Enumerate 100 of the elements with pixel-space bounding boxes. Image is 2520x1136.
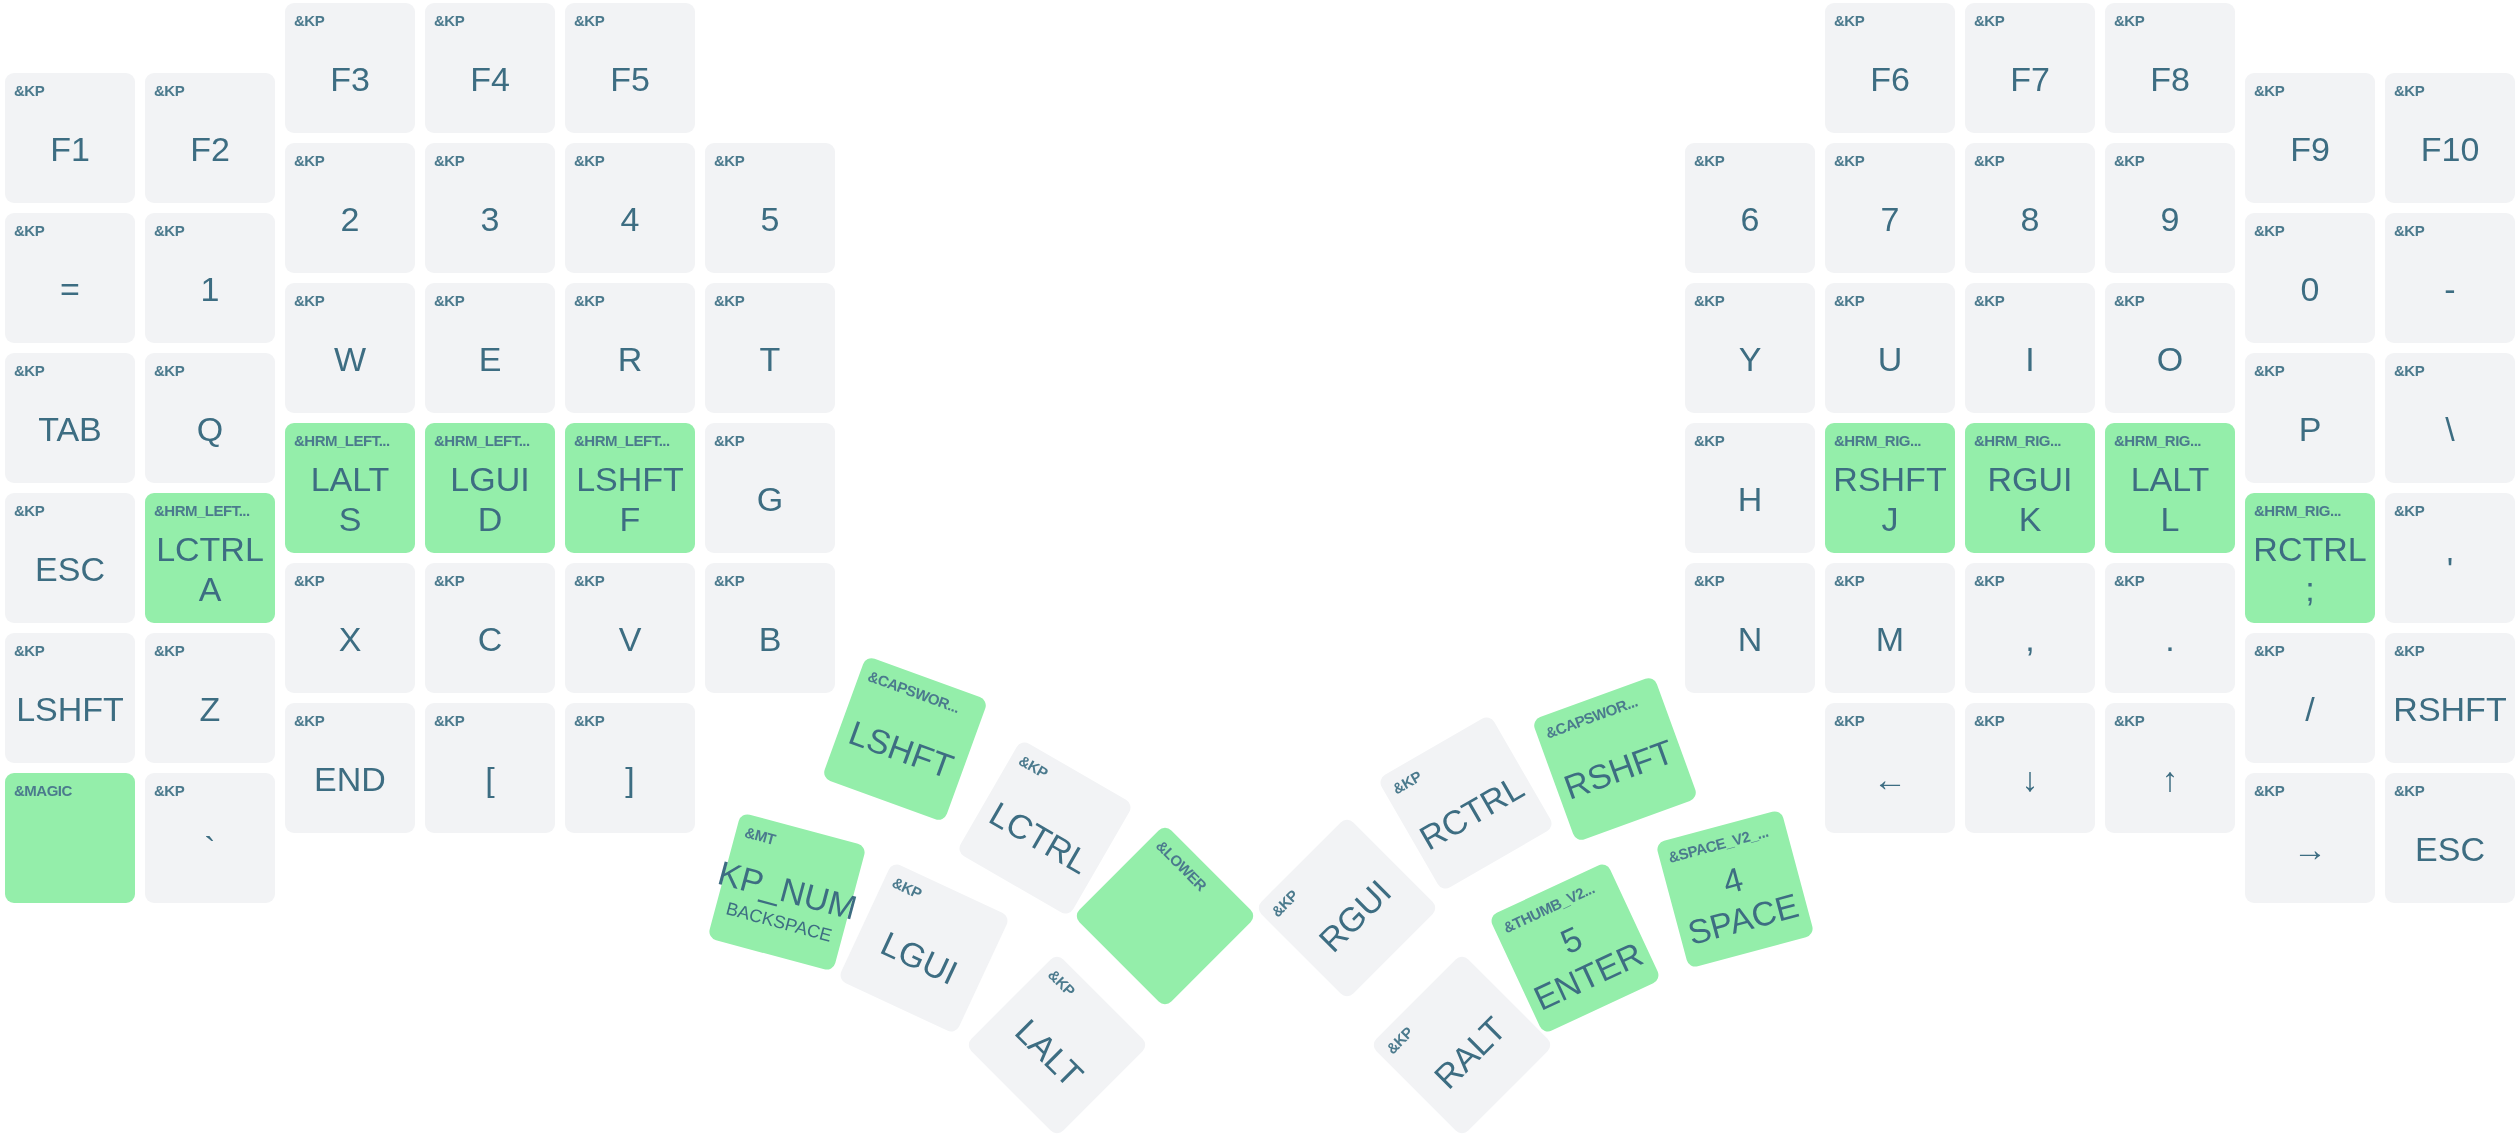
binding-label: &KP <box>1834 292 1865 309</box>
key-legend: Y <box>1738 339 1762 379</box>
key-legend: F10 <box>2420 129 2480 169</box>
binding-label: &MAGIC <box>14 782 72 799</box>
key-legend: 1 <box>200 269 220 309</box>
keycap <box>145 493 275 623</box>
key-legend: R <box>617 339 643 379</box>
binding-label: &KP <box>1016 751 1051 782</box>
key-legend: E <box>478 339 502 379</box>
key-legend: A <box>198 569 222 609</box>
binding-label: &HRM_LEFT... <box>434 432 530 449</box>
key-legend: Q <box>196 409 224 449</box>
binding-label: &KP <box>2254 362 2285 379</box>
key-legend: RSHFT <box>2393 689 2507 729</box>
binding-label: &KP <box>434 712 465 729</box>
keycap <box>1965 423 2095 553</box>
binding-label: &KP <box>1834 712 1865 729</box>
key-legend: F2 <box>190 129 230 169</box>
key-legend: LGUI <box>874 923 964 993</box>
key-legend: 8 <box>2020 199 2040 239</box>
key-legend: ← <box>1873 759 1907 799</box>
binding-label: &KP <box>294 152 325 169</box>
key-legend: - <box>2444 269 2456 309</box>
key-legend: END <box>314 759 386 799</box>
binding-label: &KP <box>2254 222 2285 239</box>
binding-label: &KP <box>574 292 605 309</box>
key-legend: ' <box>2446 549 2454 589</box>
key-legend: ` <box>204 829 216 869</box>
keycap <box>2105 423 2235 553</box>
key-legend: T <box>759 339 781 379</box>
key-legend: 5 <box>760 199 780 239</box>
key-legend: ↓ <box>2021 759 2039 799</box>
binding-label: &KP <box>1834 12 1865 29</box>
key-legend: 4 <box>1718 858 1747 903</box>
binding-label: &HRM_RIG... <box>1834 432 1921 449</box>
binding-label: &KP <box>14 82 45 99</box>
key-legend: D <box>477 499 503 539</box>
binding-label: &KP <box>2254 82 2285 99</box>
key-legend: P <box>2298 409 2322 449</box>
binding-label: &KP <box>434 152 465 169</box>
binding-label: &KP <box>14 642 45 659</box>
key-legend: B <box>758 619 782 659</box>
binding-label: &KP <box>294 12 325 29</box>
key-legend: X <box>338 619 362 659</box>
binding-label: &KP <box>1974 712 2005 729</box>
key-legend: 2 <box>340 199 360 239</box>
binding-label: &HRM_LEFT... <box>154 502 250 519</box>
binding-label: &KP <box>2114 12 2145 29</box>
key-legend: \ <box>2445 409 2455 449</box>
key-legend: , <box>2025 619 2035 659</box>
key-legend: ] <box>625 759 635 799</box>
binding-label: &KP <box>14 502 45 519</box>
binding-label: &KP <box>1694 292 1725 309</box>
binding-label: &HRM_RIG... <box>2254 502 2341 519</box>
binding-label: &KP <box>2114 152 2145 169</box>
key-legend: O <box>2156 339 2184 379</box>
binding-label: &KP <box>2254 782 2285 799</box>
binding-label: &KP <box>1834 152 1865 169</box>
keycap <box>5 773 135 903</box>
binding-label: &KP <box>574 12 605 29</box>
key-legend: LSHFT <box>16 689 124 729</box>
key-legend: LSHFT <box>576 459 684 499</box>
binding-label: &KP <box>1974 292 2005 309</box>
binding-label: &KP <box>2114 572 2145 589</box>
binding-label: &KP <box>294 572 325 589</box>
key-legend: ESC <box>35 549 105 589</box>
binding-label: &KP <box>1694 152 1725 169</box>
key-legend: L <box>2160 499 2180 539</box>
key-legend: LALT <box>2130 459 2210 499</box>
key-legend: 4 <box>620 199 640 239</box>
binding-label: &KP <box>14 362 45 379</box>
binding-label: &KP <box>1045 965 1079 1000</box>
key-legend: V <box>618 619 642 659</box>
key-legend: RSHFT <box>1833 459 1947 499</box>
binding-label: &KP <box>574 572 605 589</box>
binding-label: &KP <box>154 782 185 799</box>
key-legend: H <box>1737 479 1763 519</box>
key-legend: RCTRL <box>2253 529 2367 569</box>
key-legend: → <box>2293 829 2327 869</box>
binding-label: &KP <box>154 642 185 659</box>
key-legend: LGUI <box>450 459 530 499</box>
binding-label: &KP <box>1974 572 2005 589</box>
key-legend: Z <box>199 689 221 729</box>
key-legend: F3 <box>330 59 370 99</box>
key-legend: F6 <box>1870 59 1910 99</box>
key-legend: ↑ <box>2161 759 2179 799</box>
binding-label: &KP <box>1694 432 1725 449</box>
key-legend: F1 <box>50 129 90 169</box>
key-legend: I <box>2025 339 2035 379</box>
key-legend: F7 <box>2010 59 2050 99</box>
binding-label: &KP <box>2394 82 2425 99</box>
binding-label: &HRM_LEFT... <box>294 432 390 449</box>
key-legend: G <box>756 479 784 519</box>
key-legend: LCTRL <box>156 529 264 569</box>
key-legend: 3 <box>480 199 500 239</box>
key-legend: 9 <box>2160 199 2180 239</box>
binding-label: &KP <box>154 222 185 239</box>
key-legend: TAB <box>38 409 102 449</box>
binding-label: &KP <box>714 432 745 449</box>
keycap <box>425 423 555 553</box>
